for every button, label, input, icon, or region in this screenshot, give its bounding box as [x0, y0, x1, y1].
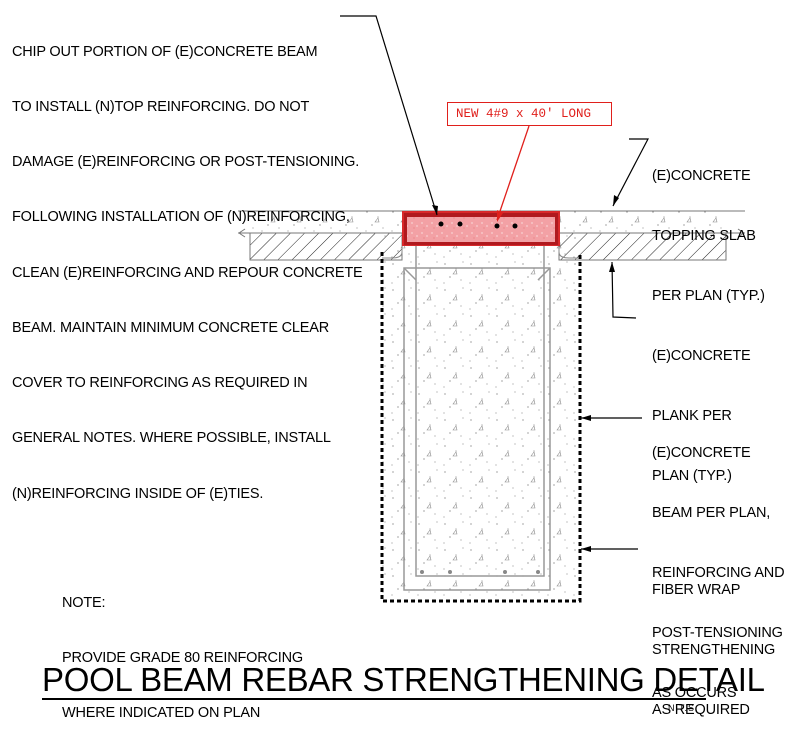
detail-title: POOL BEAM REBAR STRENGTHENING DETAIL: [42, 661, 765, 698]
note-line: (N)REINFORCING INSIDE OF (E)TIES.: [12, 485, 264, 502]
leader-arrows: [432, 195, 619, 552]
note-line: TO INSTALL (N)TOP REINFORCING. DO NOT: [12, 99, 310, 116]
note-line: (E)CONCRETE: [652, 348, 751, 364]
chip-out-zone: [402, 211, 560, 246]
note-line: WHERE INDICATED ON PLAN: [62, 705, 261, 722]
topping-slab-label: (E)CONCRETE TOPPING SLAB PER PLAN (TYP.): [652, 126, 765, 326]
callout-arrow: [497, 210, 503, 222]
section-drawing: [238, 15, 745, 603]
note-line: STRENGTHENING: [652, 642, 776, 658]
note-line: PER PLAN (TYP.): [652, 288, 765, 304]
callout-leader: [496, 125, 530, 221]
note-line: COVER TO REINFORCING AS REQUIRED IN: [12, 375, 308, 392]
callout-text: NEW 4#9 x 40' LONG: [456, 107, 592, 121]
note-line: DAMAGE (E)REINFORCING OR POST-TENSIONING…: [12, 154, 360, 171]
beam-label: (E)CONCRETE BEAM PER PLAN, REINFORCING A…: [652, 403, 785, 723]
plank-label: (E)CONCRETE PLANK PER PLAN (TYP.): [652, 306, 751, 506]
title-underline: [42, 698, 706, 700]
note-line: GENERAL NOTES. WHERE POSSIBLE, INSTALL: [12, 430, 331, 447]
existing-bars: [420, 570, 540, 574]
note-line: PROVIDE GRADE 80 REINFORCING: [62, 650, 303, 667]
note-line: REINFORCING AND: [652, 565, 785, 581]
note-line: FOLLOWING INSTALLATION OF (N)REINFORCING…: [12, 209, 350, 226]
new-rebar-callout: NEW 4#9 x 40' LONG: [447, 102, 612, 126]
note-line: BEAM. MAINTAIN MINIMUM CONCRETE CLEAR: [12, 319, 329, 336]
note-line: POST-TENSIONING: [652, 625, 783, 641]
leader-lines: [340, 15, 649, 550]
note-line: TOPPING SLAB: [652, 228, 756, 244]
concrete-beam: [382, 233, 578, 598]
general-note: NOTE: PROVIDE GRADE 80 REINFORCING WHERE…: [62, 557, 303, 741]
concrete-plank: [249, 232, 727, 261]
note-line: BEAM PER PLAN,: [652, 505, 771, 521]
note-line: NOTE:: [62, 594, 106, 611]
note-line: CHIP OUT PORTION OF (E)CONCRETE BEAM: [12, 43, 318, 60]
scale-label: N.T.S.: [668, 703, 699, 713]
note-line: FIBER WRAP: [652, 582, 741, 598]
note-line: (E)CONCRETE: [652, 168, 751, 184]
note-line: PLANK PER: [652, 408, 732, 424]
note-line: AS OCCURS: [652, 685, 737, 701]
note-line: CLEAN (E)REINFORCING AND REPOUR CONCRETE: [12, 264, 363, 281]
note-line: PLAN (TYP.): [652, 468, 732, 484]
note-line: (E)CONCRETE: [652, 445, 751, 461]
new-top-bars: [438, 221, 518, 229]
fiber-wrap: [380, 252, 582, 603]
chip-out-note: CHIP OUT PORTION OF (E)CONCRETE BEAM TO …: [12, 6, 363, 521]
